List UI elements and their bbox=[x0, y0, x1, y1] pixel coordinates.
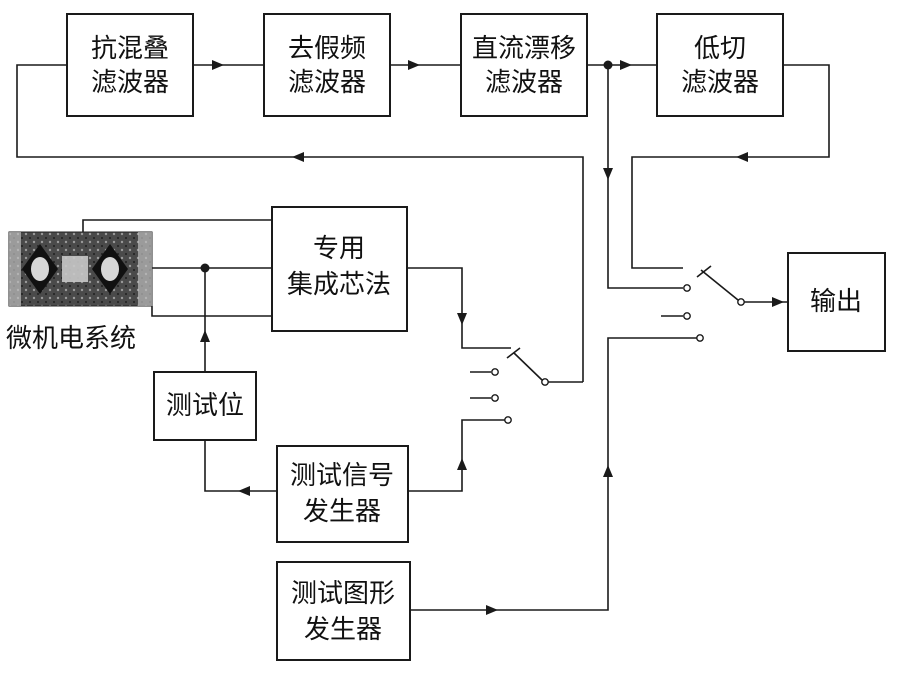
output-switch-handle bbox=[696, 265, 712, 278]
block-low-cut-filter: 低切 滤波器 bbox=[656, 13, 784, 117]
input-selector-switch bbox=[491, 347, 549, 424]
block-asic: 专用 集成芯法 bbox=[271, 206, 408, 332]
wire-asic-to-switch bbox=[407, 267, 511, 349]
block-label-line1: 去假频 bbox=[288, 34, 366, 64]
block-label-line2: 集成芯法 bbox=[287, 270, 391, 300]
arrow-left-low-cut-return bbox=[736, 152, 748, 162]
block-output: 输出 bbox=[787, 252, 886, 352]
block-label-line1: 直流漂移 bbox=[472, 34, 576, 64]
wire-test-signal-to-switch bbox=[408, 419, 505, 492]
block-label-line1: 测试图形 bbox=[291, 579, 395, 609]
block-test-pattern-generator: 测试图形 发生器 bbox=[276, 561, 411, 661]
block-label-line2: 滤波器 bbox=[485, 68, 563, 98]
block-label-line1: 输出 bbox=[810, 287, 862, 317]
block-label-line2: 滤波器 bbox=[681, 68, 759, 98]
arrow-right-to-low-cut bbox=[620, 60, 632, 70]
output-selector-switch bbox=[683, 265, 745, 342]
block-label-line1: 测试信号 bbox=[290, 461, 394, 491]
block-dc-drift-filter: 直流漂移 滤波器 bbox=[460, 13, 588, 117]
wire-sensor-upper bbox=[82, 219, 272, 232]
input-switch-contact-2 bbox=[491, 394, 499, 402]
input-switch-handle bbox=[506, 347, 521, 359]
wire-test-signal-to-test-bit bbox=[204, 440, 277, 492]
arrow-up-test-bit bbox=[200, 330, 210, 342]
block-label-line2: 发生器 bbox=[303, 497, 381, 527]
junction-dot-sensor bbox=[200, 263, 210, 273]
arrowheads bbox=[200, 60, 784, 615]
wires bbox=[16, 64, 830, 611]
input-switch-blade bbox=[513, 352, 543, 381]
arrow-up-test-signal bbox=[457, 458, 467, 470]
block-label-line2: 滤波器 bbox=[288, 68, 366, 98]
arrow-left-feedback bbox=[292, 152, 304, 162]
input-switch-common bbox=[541, 378, 549, 386]
output-switch-contact-3 bbox=[696, 334, 704, 342]
arrow-right-pattern-gen bbox=[486, 605, 498, 615]
arrow-down-dc-drift-tap bbox=[603, 168, 613, 180]
output-switch-contact-2 bbox=[683, 312, 691, 320]
input-switch-contact-3 bbox=[504, 416, 512, 424]
wire-low-cut-return bbox=[631, 64, 830, 269]
block-label-line1: 专用 bbox=[313, 234, 365, 264]
input-switch-contact-1 bbox=[491, 368, 499, 376]
block-label-line1: 抗混叠 bbox=[91, 34, 169, 64]
arrow-up-pattern-gen bbox=[603, 465, 613, 477]
output-switch-common bbox=[737, 298, 745, 306]
wire-feedback-to-anti-alias bbox=[16, 64, 584, 382]
wire-dc-drift-tap bbox=[607, 65, 683, 289]
arrow-left-test-signal bbox=[238, 486, 250, 496]
block-test-bit: 测试位 bbox=[153, 371, 257, 441]
arrow-right-anti-alias-out bbox=[212, 60, 224, 70]
block-test-signal-generator: 测试信号 发生器 bbox=[276, 445, 409, 543]
sensor-caption: 微机电系统 bbox=[6, 324, 136, 354]
wire-pattern-gen-to-switch bbox=[410, 337, 697, 611]
block-label-line2: 滤波器 bbox=[91, 68, 169, 98]
block-label-line1: 低切 bbox=[694, 34, 746, 64]
mems-sensor-image bbox=[8, 231, 153, 307]
block-de-alias-filter: 去假频 滤波器 bbox=[263, 13, 391, 117]
wire-sensor-lower bbox=[151, 306, 272, 317]
block-label-line1: 测试位 bbox=[166, 391, 244, 421]
arrow-right-de-alias-out bbox=[408, 60, 420, 70]
arrow-right-to-output bbox=[772, 297, 784, 307]
block-label-line2: 发生器 bbox=[304, 615, 382, 645]
block-anti-alias-filter: 抗混叠 滤波器 bbox=[66, 13, 194, 117]
output-switch-blade bbox=[700, 269, 739, 301]
arrow-down-asic-out bbox=[457, 313, 467, 325]
output-switch-contact-1 bbox=[683, 284, 691, 292]
junction-dot-dc-drift bbox=[603, 60, 613, 70]
